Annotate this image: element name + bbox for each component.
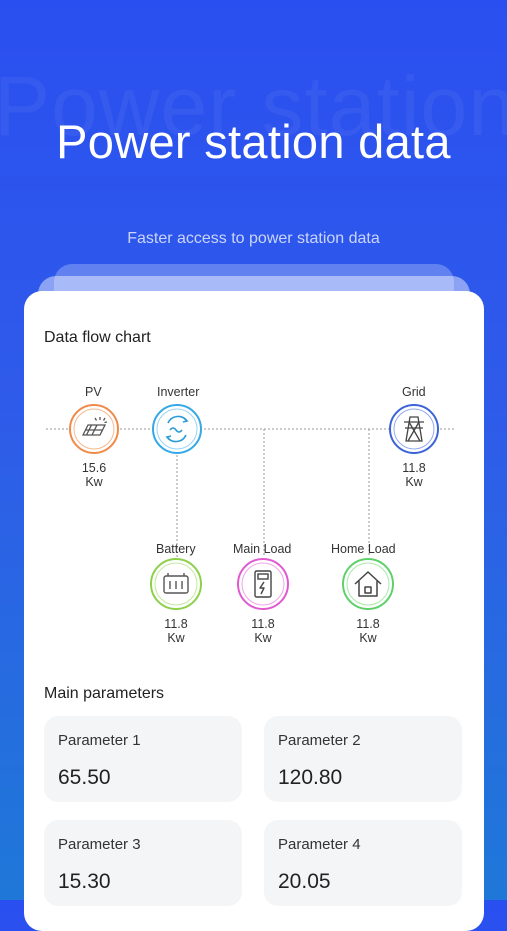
flow-chart-title: Data flow chart xyxy=(44,329,151,346)
parameter-card[interactable]: Parameter 2 120.80 xyxy=(264,716,462,802)
pv-reading: 15.6 Kw xyxy=(68,461,120,489)
main-load-value: 11.8 xyxy=(251,617,275,631)
parameter-label: Parameter 2 xyxy=(278,732,361,749)
battery-unit: Kw xyxy=(167,631,185,645)
home-load-label: Home Load xyxy=(331,542,396,556)
flow-chart: PV 15.6 Kw Inverter xyxy=(24,361,484,661)
flow-connectors xyxy=(46,428,456,557)
grid-node[interactable] xyxy=(388,403,440,460)
page-title: Power station data xyxy=(56,115,451,168)
battery-node[interactable] xyxy=(149,557,203,616)
home-load-value: 11.8 xyxy=(356,617,380,631)
parameter-card[interactable]: Parameter 3 15.30 xyxy=(44,820,242,906)
solar-panel-icon xyxy=(69,404,119,454)
parameter-value: 120.80 xyxy=(278,766,343,789)
hero-background-text: Power station xyxy=(0,59,507,153)
battery-label: Battery xyxy=(156,542,196,556)
main-load-node[interactable] xyxy=(236,557,290,616)
battery-icon xyxy=(150,558,202,610)
electric-meter-icon xyxy=(237,558,289,610)
parameters-title: Main parameters xyxy=(44,685,165,702)
home-load-unit: Kw xyxy=(359,631,377,645)
grid-label: Grid xyxy=(402,385,426,399)
pv-value: 15.6 xyxy=(81,461,107,475)
parameter-label: Parameter 1 xyxy=(58,732,141,749)
parameter-value: 15.30 xyxy=(58,870,111,893)
power-tower-icon xyxy=(389,404,439,454)
parameter-label: Parameter 4 xyxy=(278,836,361,853)
main-load-label: Main Load xyxy=(233,542,292,556)
main-load-unit: Kw xyxy=(254,631,272,645)
inverter-label: Inverter xyxy=(157,385,200,399)
grid-reading: 11.8 Kw xyxy=(388,461,440,489)
parameter-value: 20.05 xyxy=(278,870,331,893)
inverter-icon xyxy=(152,404,202,454)
parameter-label: Parameter 3 xyxy=(58,836,141,853)
home-load-node[interactable] xyxy=(341,557,395,616)
parameter-card[interactable]: Parameter 4 20.05 xyxy=(264,820,462,906)
pv-label: PV xyxy=(85,385,102,399)
main-load-reading: 11.8 Kw xyxy=(236,617,290,645)
inverter-node[interactable] xyxy=(151,403,203,460)
page-subtitle: Faster access to power station data xyxy=(127,230,380,247)
pv-node[interactable] xyxy=(68,403,120,460)
pv-unit: Kw xyxy=(85,475,103,489)
home-load-reading: 11.8 Kw xyxy=(341,617,395,645)
data-card: Data flow chart PV xyxy=(24,291,484,931)
grid-value: 11.8 xyxy=(402,461,426,475)
house-icon xyxy=(342,558,394,610)
parameter-value: 65.50 xyxy=(58,766,111,789)
battery-value: 11.8 xyxy=(164,617,188,631)
battery-reading: 11.8 Kw xyxy=(149,617,203,645)
parameter-card[interactable]: Parameter 1 65.50 xyxy=(44,716,242,802)
grid-unit: Kw xyxy=(405,475,423,489)
